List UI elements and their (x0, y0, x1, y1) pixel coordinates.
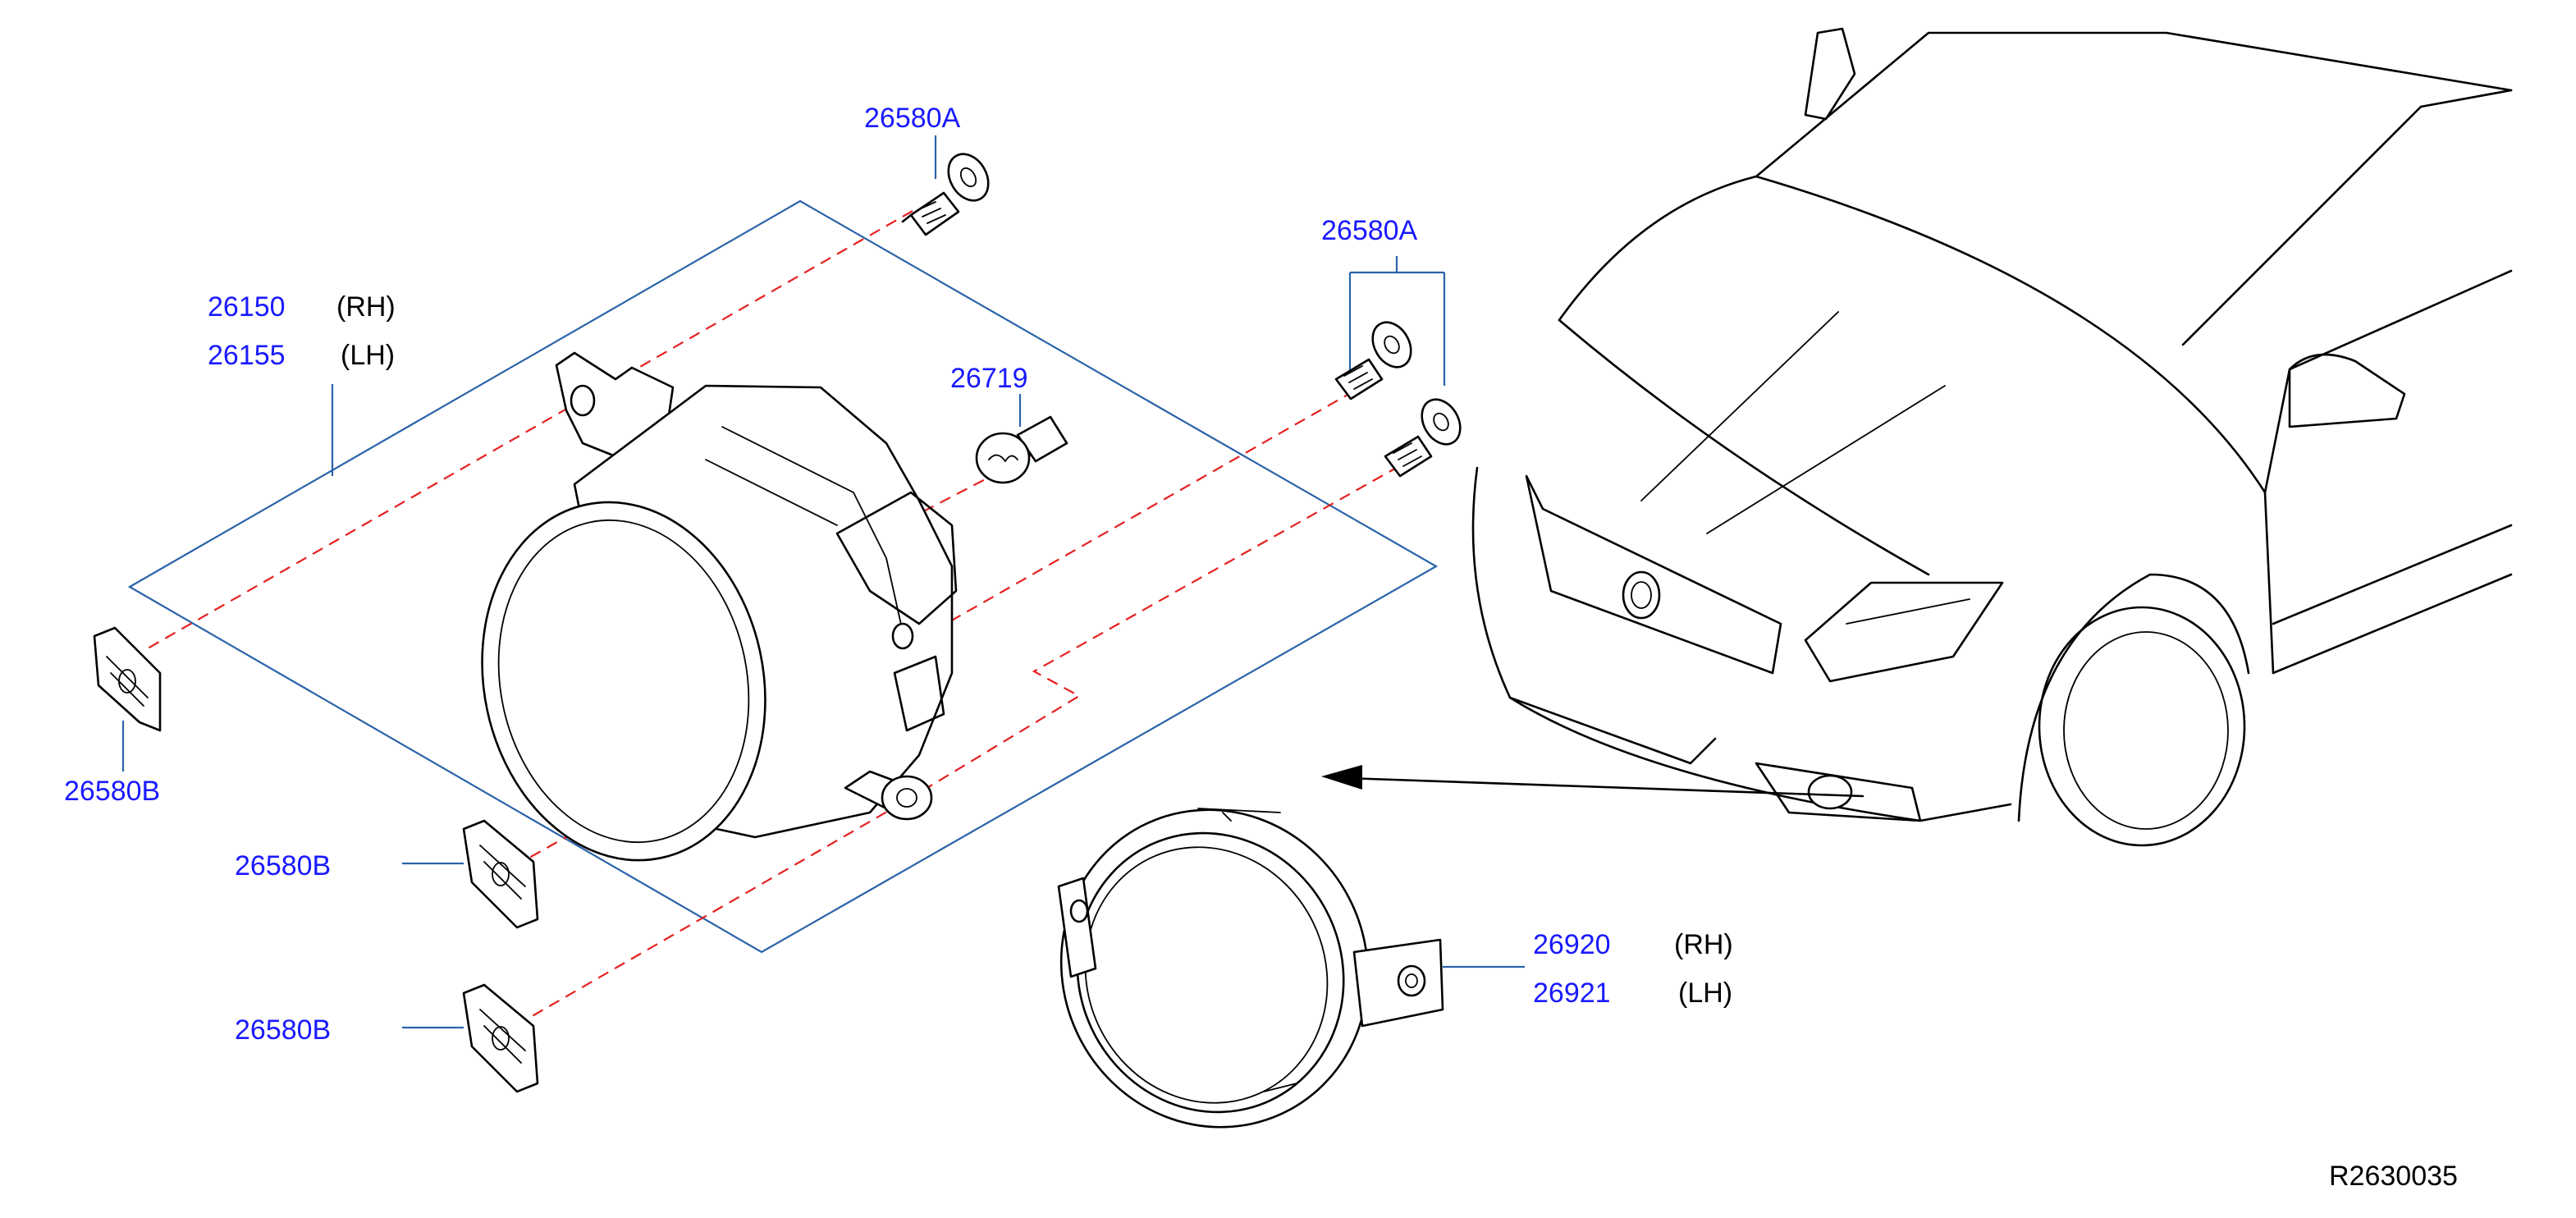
screw-right-upper-icon (1334, 321, 1412, 401)
bulb-icon (975, 415, 1068, 484)
side-tag-fog-lamp-rh: (RH) (336, 291, 396, 323)
part-number-clip-mid: 26580B (235, 850, 331, 881)
leader-lines (121, 135, 1525, 1029)
clip-low-icon (462, 983, 539, 1093)
part-number-screw-top: 26580A (864, 103, 961, 134)
side-tag-fog-lamp-lh: (LH) (341, 340, 395, 371)
diagram-reference-code: R2630035 (2329, 1161, 2458, 1192)
part-number-fog-lamp-lh: 26155 (208, 340, 286, 371)
part-number-bracket-rh: 26920 (1533, 929, 1611, 960)
side-tag-bracket-rh: (RH) (1674, 929, 1733, 960)
location-arrow-head (1321, 765, 1362, 790)
part-number-fog-lamp-rh: 26150 (208, 291, 286, 323)
vehicle-front-icon (1321, 27, 2513, 847)
part-number-clip-left: 26580B (64, 776, 160, 807)
part-number-bracket-lh: 26921 (1533, 978, 1611, 1009)
side-tag-bracket-lh: (LH) (1678, 978, 1732, 1009)
part-number-clip-low: 26580B (235, 1014, 331, 1046)
fog-lamp-bracket-icon (1057, 808, 1444, 1129)
clip-left-icon (93, 626, 162, 732)
clip-mid-icon (462, 819, 539, 929)
fog-lamp-assembly-icon (481, 351, 958, 862)
assembly-outline-panel (127, 199, 1439, 954)
part-number-bulb: 26719 (950, 363, 1028, 394)
screw-top-icon (901, 153, 990, 236)
part-number-screw-right: 26580A (1321, 215, 1418, 246)
screw-right-lower-icon (1384, 398, 1462, 478)
